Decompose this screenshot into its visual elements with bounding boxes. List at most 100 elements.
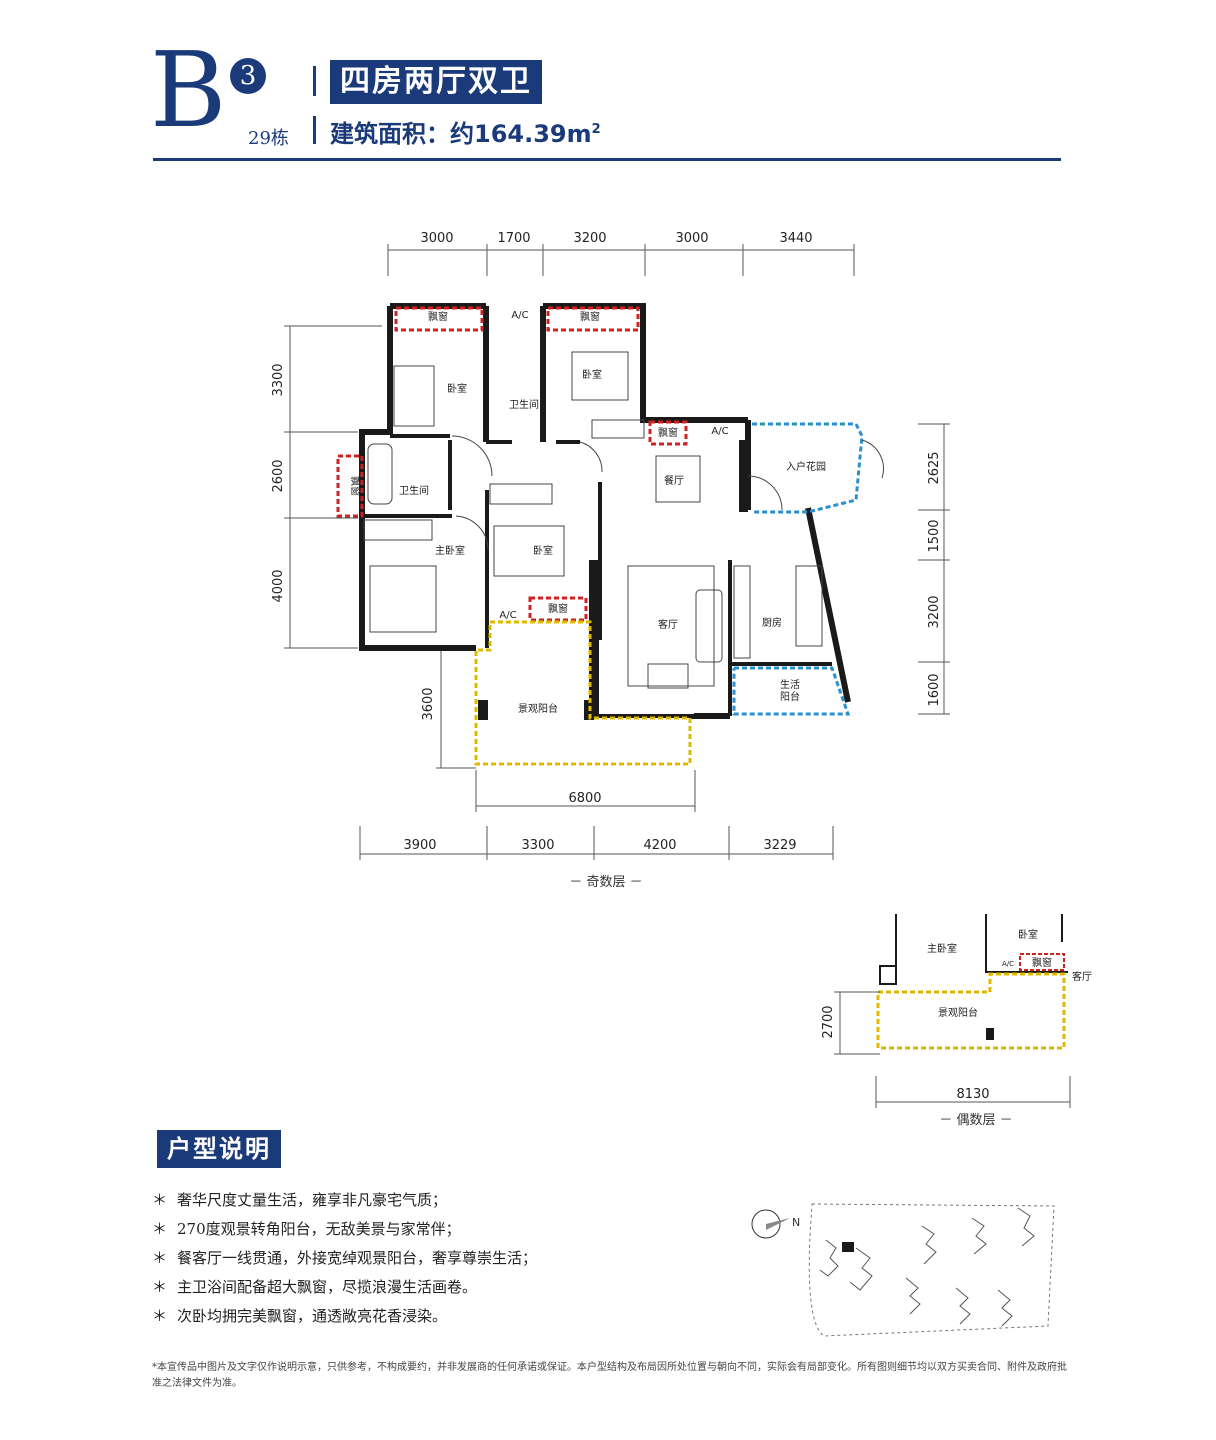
- bay-window-label: 飘窗: [428, 310, 448, 323]
- unit-type-number: 3: [230, 58, 266, 94]
- utility-balcony-outline: [732, 666, 851, 716]
- bedroom-label: 卧室: [582, 368, 602, 381]
- description-text: 餐客厅一线贯通，外接宽绰观景阳台，奢享尊崇生活；: [177, 1249, 538, 1267]
- area-sup: 2: [591, 122, 601, 137]
- right-dim-3: 3200: [927, 595, 942, 628]
- right-dim-1: 2625: [927, 451, 942, 484]
- bay-windows: [336, 306, 688, 622]
- balcony-dim: 6800: [568, 791, 601, 806]
- description-title: 户型说明: [157, 1130, 281, 1168]
- layout-badge: 四房两厅双卫: [330, 60, 542, 104]
- left-dim-4: 3600: [421, 687, 436, 720]
- bathroom-label: 卫生间: [399, 484, 429, 497]
- bedroom-label: 卧室: [447, 382, 467, 395]
- furniture: [363, 351, 884, 689]
- unit-type-letter: B: [150, 29, 227, 151]
- view-balcony-label: 景观阳台: [518, 702, 558, 715]
- right-dimension-line: [918, 423, 950, 715]
- bottom-dim-2: 3300: [521, 838, 554, 853]
- even-dimension-lines: [834, 991, 1071, 1108]
- utility-balcony-label: 生活: [780, 678, 800, 691]
- bullet-star: ＊: [152, 1191, 168, 1209]
- disclaimer: *本宣传品中图片及文字仅作说明示意，只供参考，不构成要约，并非发展商的任何承诺或…: [152, 1362, 1067, 1389]
- description-text: 奢华尺度丈量生活，雍享非凡豪宅气质；: [177, 1191, 448, 1209]
- even-walls: [879, 914, 1068, 985]
- bullet-star: ＊: [152, 1307, 168, 1325]
- bottom-dim-1: 3900: [403, 838, 436, 853]
- balcony-dimension-line: [475, 770, 696, 812]
- view-balcony-outline: [474, 620, 692, 766]
- even-view-balcony-outline: [876, 972, 1066, 1050]
- bay-window-label: 飘窗: [658, 426, 678, 439]
- description-item: ＊主卫浴间配备超大飘窗，尽揽浪漫生活画卷。: [152, 1273, 537, 1302]
- wall-column: [739, 440, 748, 512]
- area-value: 164.39m: [474, 120, 592, 148]
- top-dim-1: 3000: [420, 231, 453, 246]
- header-divider: [313, 66, 316, 96]
- odd-floor-plan: 3000 1700 3200 3000 3440 3300 2600 4000 …: [271, 231, 950, 890]
- even-view-balcony-label: 景观阳台: [938, 1006, 978, 1019]
- bullet-star: ＊: [152, 1278, 168, 1296]
- entry-garden-label: 入户花园: [786, 460, 826, 473]
- description-item: ＊ 次卧均拥完美飘窗，通透敞亮花香浸染。: [152, 1302, 537, 1331]
- entry-garden-outline: [752, 422, 864, 514]
- left-dim-2: 2600: [271, 459, 286, 492]
- even-bay-window: [1019, 953, 1065, 971]
- top-dimension-line: [387, 244, 855, 276]
- odd-floor-label: － 奇数层 －: [569, 874, 642, 890]
- ac-label: A/C: [511, 310, 528, 321]
- bathroom-label: 卫生间: [509, 398, 539, 411]
- highlighted-building: [842, 1242, 854, 1252]
- area-label: 建筑面积：约: [330, 120, 474, 148]
- wall-column: [478, 700, 488, 720]
- even-height-dim: 2700: [821, 1005, 836, 1038]
- even-master-bedroom-label: 主卧室: [927, 942, 957, 955]
- bay-window-label: 飘窗: [580, 310, 600, 323]
- header-divider: [313, 116, 316, 144]
- living-label: 客厅: [658, 618, 678, 631]
- left-dim-1: 3300: [271, 363, 286, 396]
- top-dim-3: 3200: [573, 231, 606, 246]
- description-list: ＊ 奢华尺度丈量生活，雍享非凡豪宅气质； ＊ 270度观景转角阳台，无敌美景与家常伴…: [152, 1186, 537, 1331]
- bottom-dimension-line: [359, 826, 834, 860]
- even-width-dim: 8130: [956, 1087, 989, 1102]
- right-dim-4: 1600: [927, 673, 942, 706]
- ac-label: A/C: [499, 610, 516, 621]
- utility-balcony-label: 阳台: [780, 690, 800, 703]
- even-floor-plan: 主卧室 卧室 飘窗 A/C 客厅 景观阳台 2700 8130 － 偶数层 －: [821, 914, 1092, 1128]
- bottom-dim-3: 4200: [643, 838, 676, 853]
- description-text: 270度观景转角阳台，无敌美景与家常伴；: [177, 1220, 461, 1238]
- even-living-label: 客厅: [1072, 970, 1092, 983]
- bottom-dim-4: 3229: [763, 838, 796, 853]
- building-number: 29栋: [248, 128, 289, 149]
- even-bedroom-label: 卧室: [1018, 928, 1038, 941]
- description-item: ＊ 270度观景转角阳台，无敌美景与家常伴；: [152, 1215, 537, 1244]
- compass-north: N: [792, 1216, 800, 1229]
- description-text: 次卧均拥完美飘窗，通透敞亮花香浸染。: [177, 1307, 448, 1325]
- ac-label: A/C: [711, 426, 728, 437]
- left-dim-3: 4000: [271, 569, 286, 602]
- top-dim-2: 1700: [497, 231, 530, 246]
- top-dim-4: 3000: [675, 231, 708, 246]
- site-buildings: [819, 1207, 1035, 1327]
- kitchen-label: 厨房: [762, 616, 782, 629]
- description-item: ＊ 奢华尺度丈量生活，雍享非凡豪宅气质；: [152, 1186, 537, 1215]
- even-column: [986, 1028, 994, 1040]
- even-bay-window-label: 飘窗: [1032, 956, 1052, 969]
- even-floor-label: － 偶数层 －: [939, 1113, 1012, 1128]
- wall-column: [589, 560, 599, 716]
- site-plan: N: [742, 1203, 1055, 1337]
- header-rule: [153, 158, 1061, 161]
- master-bedroom-label: 主卧室: [435, 544, 465, 557]
- description-item: ＊餐客厅一线贯通，外接宽绰观景阳台，奢享尊崇生活；: [152, 1244, 537, 1273]
- compass-icon: N: [742, 1209, 800, 1239]
- even-ac-label: A/C: [1002, 960, 1014, 968]
- bay-window-label: 飘窗: [349, 476, 362, 496]
- dining-label: 餐厅: [664, 474, 684, 487]
- top-dim-5: 3440: [779, 231, 812, 246]
- left-dimension-line: [284, 325, 476, 769]
- bullet-star: ＊: [152, 1220, 168, 1238]
- bedroom-label: 卧室: [533, 544, 553, 557]
- site-boundary: [808, 1203, 1055, 1337]
- exterior-walls: [359, 303, 851, 719]
